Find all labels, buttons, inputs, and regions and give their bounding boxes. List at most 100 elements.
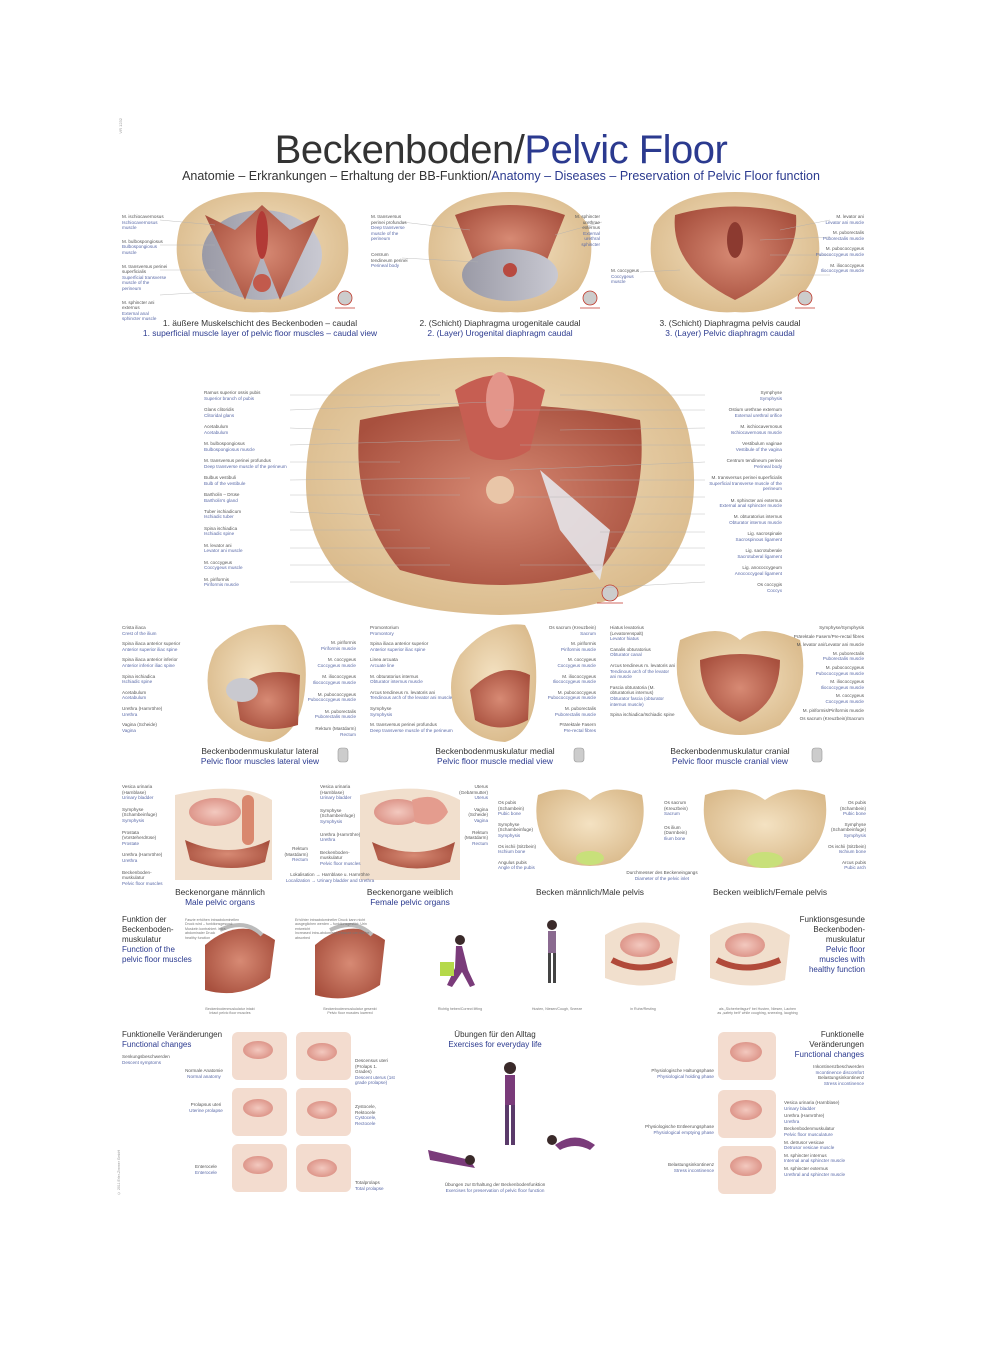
caption-en: Pelvic floor muscle cranial view xyxy=(672,756,788,766)
label-de: M. coccygeus xyxy=(327,657,356,663)
label-de: Vesica urinaria (Harnblase) xyxy=(122,784,153,795)
figcap-de: Beckenbodenmuskulatur intakt xyxy=(205,1007,255,1011)
label-en: Bulb of the vestibule xyxy=(204,480,246,486)
label-en: Bartholin's gland xyxy=(204,497,238,503)
label-en: Pre-rectal fibres xyxy=(563,727,596,733)
prolapse-figures xyxy=(232,1032,351,1192)
pelvis-caudal-3 xyxy=(650,192,820,313)
label: Urethra (Harnröhre)Urethra xyxy=(122,852,174,863)
label-de: Ramus superior ossis pubis xyxy=(204,390,261,395)
row4-male-left: Vesica urinaria (Harnblase)Urinary bladd… xyxy=(122,784,174,892)
label: Symphyse (Schambeinfuge)Symphysis xyxy=(320,808,362,825)
figcap-en: Pelvic floor muscles lowered xyxy=(327,1011,373,1016)
item-en: Enterocele xyxy=(195,1169,217,1175)
label-en: Iliococcygeus muscle xyxy=(820,268,864,274)
note-intact: Faszie erhöhen intraabdominellen Druck w… xyxy=(185,918,245,940)
label-de: Spina iliaca anterior superior xyxy=(370,641,429,647)
label: Os pubis (Schambein)Pubic bone xyxy=(498,800,538,817)
label-de: Angulus pubis xyxy=(498,859,527,865)
figcap-cough: Husten, Niesen/Cough, Sneeze xyxy=(531,1007,583,1011)
label-en: Localization → Urinary bladder and Ureth… xyxy=(285,877,375,883)
label-en: Superficial transverse muscle of the per… xyxy=(709,480,782,492)
label-de: Canalis obturatorius xyxy=(610,646,651,652)
label-en: Rectum xyxy=(340,731,356,737)
label: Os sacrum (Kreuzbein)Sacrum xyxy=(664,800,704,817)
label-de: Hiatus levatorius (Levatorenspalt) xyxy=(610,625,644,636)
label-en: Coccygeus muscle xyxy=(317,662,356,668)
label-de: M. piriformis/Piriformis muscle xyxy=(802,707,864,713)
label-en: Arcuate line xyxy=(370,662,395,668)
label: Os ischii (Sitzbein)Ischium bone xyxy=(826,844,866,855)
label-en: Obturator fascia (obturator internus mus… xyxy=(610,695,664,707)
label: Vagina (Scheide)Vagina xyxy=(458,807,488,824)
label-en: Pubic bone xyxy=(843,811,866,817)
label-de: Centrum tendineum perinei xyxy=(726,457,782,463)
label-de: Symphyse (Schambeinfuge) xyxy=(498,821,533,833)
label-de: Urethra (Harnröhre) xyxy=(122,705,163,711)
caption-en: 3. (Layer) Pelvic diaphragm caudal xyxy=(665,328,795,338)
label-en: Symphysis xyxy=(122,817,145,823)
row4-male-right: Rektum (Mastdarm)Rectum xyxy=(278,846,308,867)
page-title: Beckenboden/Pelvic Floor xyxy=(0,128,1002,172)
label-de: Fascia obturatoria (M. obturatorius inte… xyxy=(610,684,655,696)
label-en: Pelvic floor muscles xyxy=(122,880,163,886)
label-en: Angle of the pubis xyxy=(498,865,535,871)
heading-de: Funktionsgesunde Beckenboden-muskulatur xyxy=(799,915,865,944)
label-en: Levator ani muscle xyxy=(204,548,243,554)
label-de: Spina iliaca anterior superior xyxy=(122,641,181,647)
item-de: Descensus uteri (Prolaps 1. Grades) xyxy=(355,1058,388,1075)
label-de: Centrum tendineum perinei xyxy=(371,251,408,263)
label-en: Tendinous arch of the levator ani muscle xyxy=(370,695,453,701)
label-en: Piriformis muscle xyxy=(321,645,356,651)
item-en: Physiological emptying phase xyxy=(653,1129,714,1135)
label-de: Os sacrum (Kreuzbein) xyxy=(664,800,688,811)
label-de: M. pubococcygeus xyxy=(825,664,864,670)
label: Prostata (Vorsteherdrüse)Prostate xyxy=(122,830,174,847)
label-en: Ischiadic tuber xyxy=(204,514,234,520)
note-en: Increased intra-abdominal pressure can n… xyxy=(295,931,370,940)
label-de: Os ischii (Sitzbein) xyxy=(827,843,866,849)
sub-en: Descent symptoms xyxy=(122,1059,162,1065)
label-de: Rektum (Mastdarm) xyxy=(284,846,308,857)
label-en: Ischiocavernosus muscle xyxy=(122,219,158,231)
label-de: Os sacrum (Kreuzbein)/Sacrum xyxy=(799,716,864,722)
label-de: M. obturatorius internus xyxy=(733,514,782,520)
label: Hiatus levatorius (Levatorenspalt)Levato… xyxy=(610,625,676,642)
exercise-caption: Übungen zur Erhaltung der Beckenbodenfun… xyxy=(430,1182,560,1193)
label-en: Pubococcygeus muscle xyxy=(547,695,596,701)
label-de: M. transversus perinei superficialis xyxy=(122,263,168,275)
label-de: Vesica urinaria (Harnblase) xyxy=(784,1100,840,1105)
label-en: Coccygeus muscle xyxy=(557,662,596,668)
label-en: Clitoridal glans xyxy=(204,412,235,418)
label: Urethra (Harnröhre)Urethra xyxy=(320,832,362,843)
caption-male-pelvis: Becken männlich/Male pelvis xyxy=(530,887,650,897)
label-en: Deep transverse muscle of the perineum xyxy=(371,225,405,242)
label-de: Symphyse xyxy=(370,705,392,711)
caption-de: Beckenbodenmuskulatur lateral xyxy=(201,746,319,756)
label: Symphyse (Schambeinfuge)Symphysis xyxy=(826,822,866,839)
male-pelvis xyxy=(536,789,644,866)
heading-en: Functional changes xyxy=(794,1050,864,1059)
label: Os pubis (Schambein)Pubic bone xyxy=(826,800,866,817)
label-en: Puborectalis muscle xyxy=(314,714,356,720)
label-de: M. piriformis xyxy=(204,576,230,582)
note-de: Erhöhter intraabdomineller Druck kann ni… xyxy=(295,918,367,931)
label-de: M. levator ani xyxy=(836,214,864,219)
